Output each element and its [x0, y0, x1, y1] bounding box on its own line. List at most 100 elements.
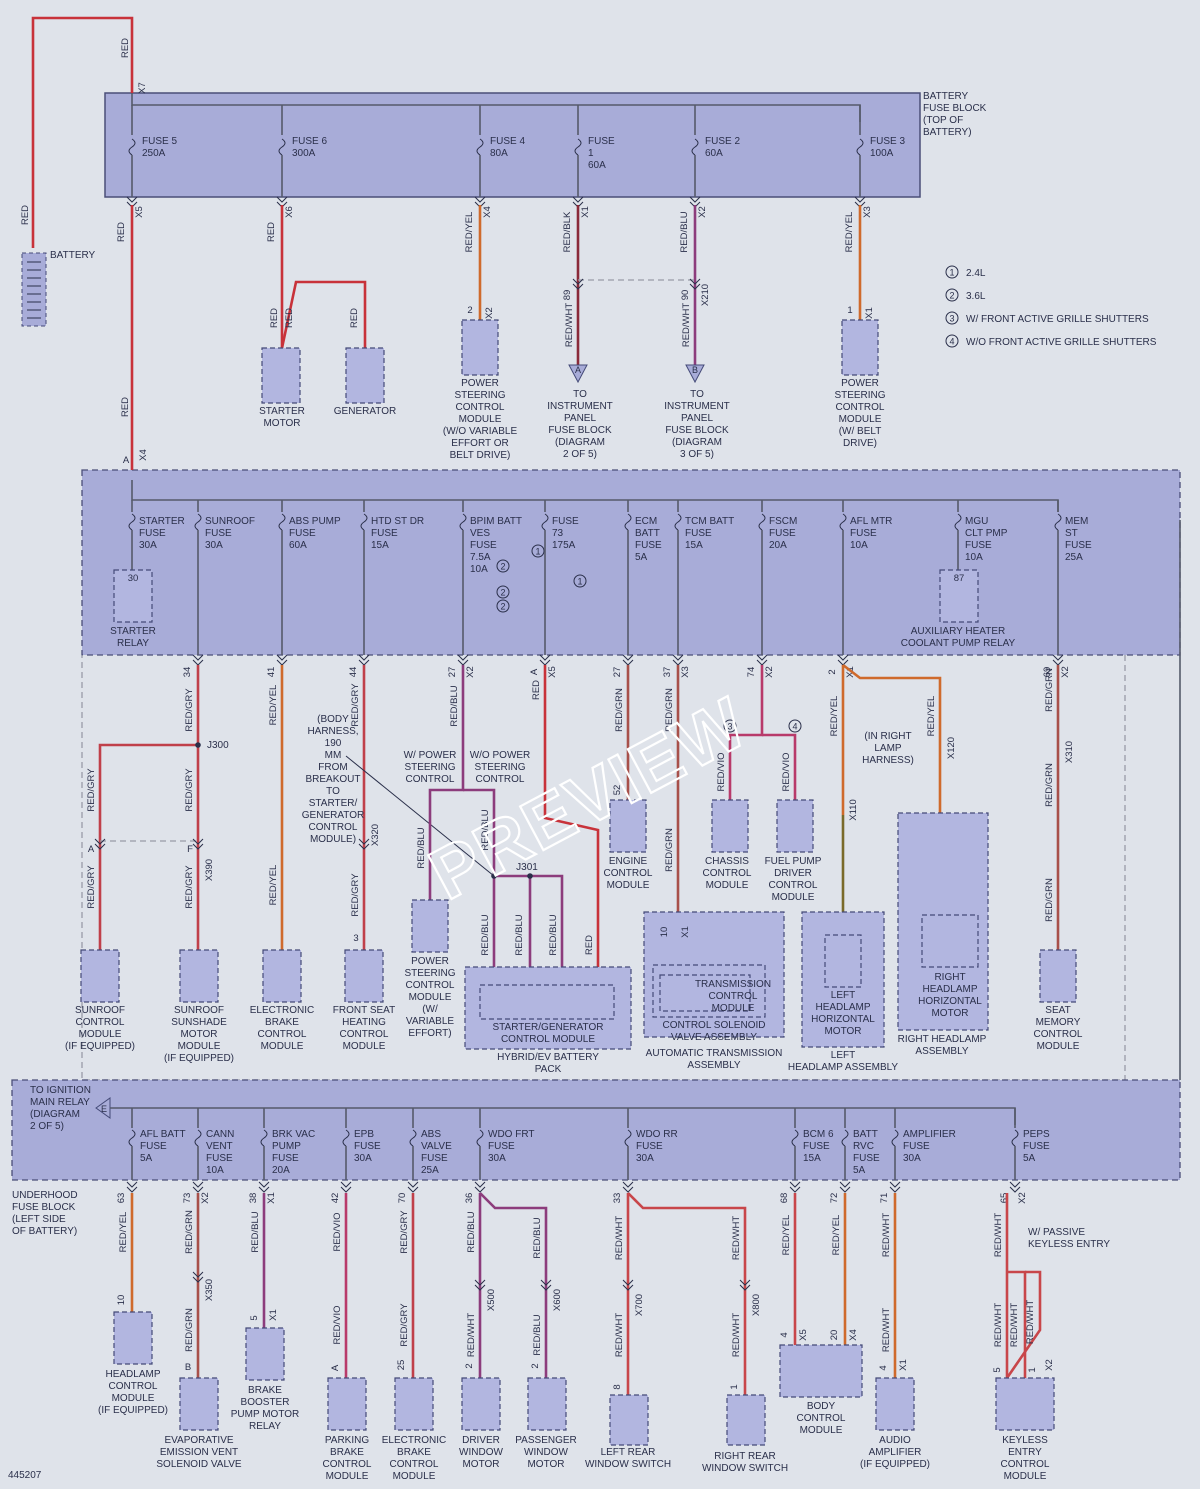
driver-window-label: DRIVER: [462, 1435, 500, 1446]
pin-label: 2: [464, 1363, 475, 1368]
underhood-fuse-label: MGU: [965, 516, 988, 527]
pass-window-box: [527, 1377, 567, 1431]
wire-color-label: RED/GRY: [399, 1210, 410, 1254]
pin-label: F: [187, 844, 193, 855]
underhood-fuse-label: 60A: [289, 540, 307, 551]
wire-color-label: RED/WHT: [1009, 1303, 1020, 1348]
wire-color-label: RED/YEL: [781, 1215, 792, 1256]
chassis-label: CONTROL: [703, 868, 752, 879]
seat-heat-box: [344, 949, 384, 1003]
conn-label: X320: [370, 824, 381, 846]
aux-relay-label: AUXILIARY HEATER: [911, 626, 1005, 637]
connector-symbol: [540, 1279, 552, 1291]
ps-belt-conn: X1: [864, 307, 875, 319]
lower-fuse-label: AMPLIFIER: [903, 1129, 956, 1140]
ecm-label: ENGINE: [609, 856, 648, 867]
mid-pin: 27: [447, 667, 458, 678]
wire-color-label: RED/YEL: [926, 696, 937, 737]
option-circle-number: 3: [727, 722, 732, 732]
battery-fuse-label: FUSE: [588, 136, 615, 147]
underhood-fuse-label: HTD ST DR: [371, 516, 424, 527]
starter-relay-label: RELAY: [117, 638, 149, 649]
conn-label: X600: [552, 1289, 563, 1311]
lower-fuse-label: FUSE: [421, 1153, 448, 1164]
underhood-fuse-label: 20A: [769, 540, 787, 551]
connector-symbol: [192, 838, 204, 850]
conn-label: X120: [946, 737, 957, 759]
wire-color-label: RED: [531, 680, 542, 700]
wire-color-label: RED: [584, 935, 595, 955]
underhood-fuse-label: 25A: [1065, 552, 1083, 563]
fuse-option-circle-number: 1: [535, 547, 540, 557]
connector-symbol: [94, 838, 106, 850]
underhood-fuse-label: ST: [1065, 528, 1078, 539]
underhood-fuse-symbol: [954, 513, 962, 531]
underhood-fuse-block-outline: [81, 655, 1126, 1081]
ecm-label: CONTROL: [604, 868, 653, 879]
underhood-fuse-symbol: [839, 513, 847, 531]
keyless-loop: [1005, 1270, 1042, 1379]
headlamp-cm-label: (IF EQUIPPED): [98, 1405, 168, 1416]
bcm-box: [779, 1344, 863, 1398]
wire-color-label: RED: [349, 308, 360, 328]
sunshade-module-label: MODULE: [178, 1041, 221, 1052]
ipfb-b-label: INSTRUMENT: [664, 401, 730, 412]
right-lamp-assy-label: ASSEMBLY: [915, 1046, 968, 1057]
mid-pin: 27: [612, 667, 623, 678]
connector-symbol: [358, 838, 370, 850]
lower-fuse-label: VALVE: [421, 1141, 452, 1152]
underhood-fuse-label: FUSE: [139, 528, 166, 539]
lower-fuse-symbol: [409, 1129, 417, 1147]
ignition-letter: E: [101, 1104, 107, 1114]
wire-color-label: RED/GRY: [350, 683, 361, 727]
wire-color-label: RED/GRY: [399, 1303, 410, 1347]
pin-label: 1: [1027, 1367, 1038, 1372]
lower-fuse-label: VENT: [206, 1141, 233, 1152]
lower-connector: [407, 1181, 419, 1193]
ipfb-a-label: (DIAGRAM: [555, 437, 605, 448]
ps-note: CONTROL: [476, 774, 525, 785]
connector-symbol: [474, 1279, 486, 1291]
wire-color-label: RED/GRN: [184, 1308, 195, 1352]
battery-fuse-label: FUSE 4: [490, 136, 525, 147]
pin-label: 5: [249, 1315, 260, 1320]
pin-label: 4: [779, 1332, 790, 1337]
sunroof-module-label: MODULE: [79, 1029, 122, 1040]
underhood-fuse-symbol: [624, 513, 632, 531]
battery-fuse-label: 300A: [292, 148, 316, 159]
bcm-label: CONTROL: [797, 1413, 846, 1424]
wire-color-label: RED: [120, 38, 131, 58]
ipfb-b-label: FUSE BLOCK: [665, 425, 729, 436]
lower-fuse-label: FUSE: [206, 1153, 233, 1164]
battery-fuse-block-title: FUSE BLOCK: [923, 103, 987, 114]
legend-text: 3.6L: [966, 291, 986, 302]
solenoid-label: CONTROL SOLENOID: [663, 1020, 766, 1031]
brake-booster-box: [245, 1327, 285, 1381]
bottom-conn: X2: [1017, 1192, 1028, 1204]
ps-variable-label: EFFORT): [408, 1028, 451, 1039]
wire-color-label: RED/YEL: [268, 685, 279, 726]
lower-fuse-label: BATT: [853, 1129, 878, 1140]
ignition-relay-label: MAIN RELAY: [30, 1097, 90, 1108]
battery-fuse-conn: X2: [697, 206, 708, 218]
seat-heat-label: MODULE: [343, 1041, 386, 1052]
underhood-fuse-label: FUSE: [850, 528, 877, 539]
lower-connector: [126, 1181, 138, 1193]
ipfb-a-arrow: [568, 364, 588, 384]
ps-module-belt-label: DRIVE): [843, 438, 877, 449]
starter-relay-box: [113, 569, 153, 623]
battery-label: BATTERY: [50, 250, 96, 261]
conn-label: X1: [680, 926, 691, 938]
body-harness-note: 190: [325, 738, 342, 749]
ps-note: CONTROL: [406, 774, 455, 785]
solenoid-label: VALVE ASSEMBLY: [671, 1032, 757, 1043]
conn-label: X5: [798, 1329, 809, 1341]
fuse-symbol-4: [691, 138, 699, 156]
battery-fuse-conn: X6: [284, 206, 295, 218]
underhood-fuse-symbol: [360, 513, 368, 531]
headlamp-cm-label: HEADLAMP: [105, 1369, 160, 1380]
underhood-fuse-label: 15A: [371, 540, 389, 551]
lower-fuse-label: ABS: [421, 1129, 441, 1140]
wire-color-label: RED/WHT: [564, 303, 575, 348]
right-lamp-motor-label: MOTOR: [931, 1008, 968, 1019]
